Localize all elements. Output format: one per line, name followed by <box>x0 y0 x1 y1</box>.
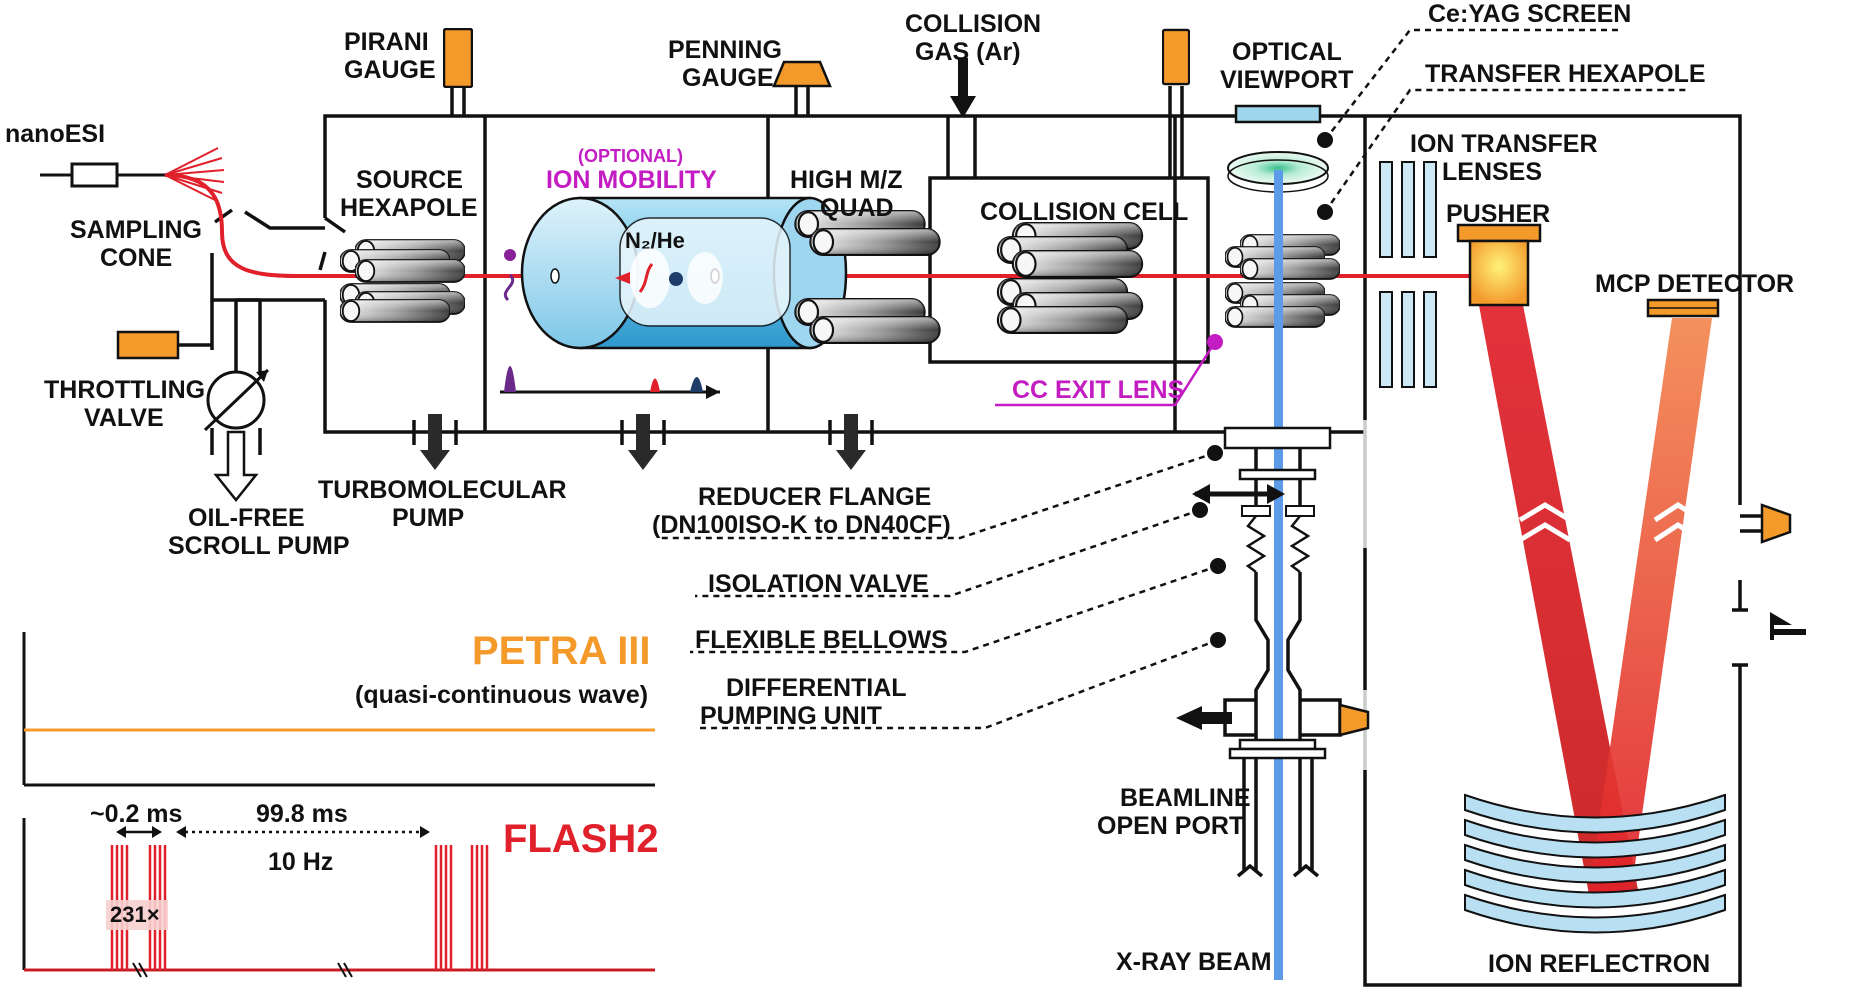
collision-cell-hexapole <box>996 222 1144 334</box>
collision-gas-label: COLLISION GAS (Ar) <box>905 10 1048 66</box>
collision-cell-label: COLLISION CELL <box>980 198 1188 226</box>
turbo-pump-label: TURBOMOLECULAR PUMP <box>318 476 574 532</box>
cc-exit-lens-label: CC EXIT LENS <box>1012 376 1184 404</box>
differential-pumping-label: DIFFERENTIAL PUMPING UNIT <box>700 674 913 730</box>
penning-gauge <box>772 60 832 116</box>
turbo-pump-1 <box>412 414 458 470</box>
collision-cell-gauge <box>1162 28 1190 178</box>
drift-gas-label: N₂/He <box>625 228 685 253</box>
high-mz-quad-label: HIGH M/Z QUAD <box>790 166 909 222</box>
ion-transfer-lenses <box>1379 161 1437 388</box>
ion-beam-path <box>164 173 1470 278</box>
turbo-pump-3 <box>828 414 874 470</box>
nanoesi-emitter <box>40 147 225 201</box>
mcp-detector-label: MCP DETECTOR <box>1595 270 1794 298</box>
burst-gap-label: 99.8 ms <box>256 800 348 828</box>
source-hexapole <box>340 239 465 323</box>
sampling-cone-label: SAMPLING CONE <box>70 216 209 272</box>
optical-viewport-label: OPTICAL VIEWPORT <box>1220 38 1353 94</box>
isolation-valve-label: ISOLATION VALVE <box>708 570 929 598</box>
tof-turbo-pump-arrow <box>1732 608 1806 667</box>
pirani-gauge-label: PIRANI GAUGE <box>344 28 436 84</box>
optical-viewport <box>1234 104 1322 124</box>
penning-gauge-label: PENNING GAUGE <box>668 36 789 92</box>
turbo-pump-2 <box>620 414 666 470</box>
ion-mobility-optional-label: (OPTIONAL) <box>578 146 683 166</box>
throttling-valve <box>116 330 270 455</box>
tof-ion-beams <box>1478 300 1712 900</box>
petra-timing-panel <box>22 632 655 787</box>
isolation-valve-actuator <box>1192 484 1285 504</box>
pirani-gauge <box>443 28 473 116</box>
tof-penning-gauge <box>1740 503 1792 544</box>
throttling-valve-label: THROTTLING VALVE <box>44 376 212 432</box>
flash-label: FLASH2 <box>503 817 659 861</box>
beamline-open-port-label: BEAMLINE OPEN PORT <box>1097 784 1258 840</box>
petra-sub-label: (quasi-continuous wave) <box>355 681 648 709</box>
ceyag-screen-label: Ce:YAG SCREEN <box>1428 0 1631 28</box>
pusher-label: PUSHER <box>1446 200 1550 228</box>
cc-exit-lens-marker <box>995 334 1223 407</box>
pusher <box>1456 223 1542 307</box>
beamline-leaders <box>660 445 1226 730</box>
ion-packet-marker <box>504 249 516 302</box>
mcp-detector <box>1646 298 1720 318</box>
collision-gas-inlet <box>950 58 976 118</box>
ion-mobility-cell <box>520 196 848 350</box>
scroll-pump-arrow <box>213 430 259 503</box>
repetition-rate-label: 10 Hz <box>268 848 333 876</box>
xray-beam <box>1274 170 1283 980</box>
ion-mobility-label: ION MOBILITY <box>546 166 717 194</box>
arrival-time-distribution <box>500 366 720 399</box>
ion-reflectron <box>1464 793 1726 934</box>
pulse-count-label: 231× <box>110 902 160 927</box>
ion-reflectron-label: ION REFLECTRON <box>1488 950 1710 978</box>
burst-width-label: ~0.2 ms <box>90 800 182 828</box>
flash-timing-panel <box>22 818 655 978</box>
transfer-hexapole-label: TRANSFER HEXAPOLE <box>1425 60 1706 88</box>
flexible-bellows-label: FLEXIBLE BELLOWS <box>695 626 948 654</box>
nanoesi-label: nanoESI <box>5 120 105 148</box>
xray-beam-label: X-RAY BEAM <box>1116 948 1272 976</box>
reducer-flange-label: REDUCER FLANGE (DN100ISO-K to DN40CF) <box>652 483 951 539</box>
petra-label: PETRA III <box>472 629 651 673</box>
beamline-interface <box>1176 426 1370 878</box>
ion-transfer-lenses-label: ION TRANSFER LENSES <box>1410 130 1604 186</box>
sampling-cone <box>210 208 325 375</box>
source-hexapole-label: SOURCE HEXAPOLE <box>340 166 478 222</box>
scroll-pump-label: OIL-FREE SCROLL PUMP <box>168 504 350 560</box>
